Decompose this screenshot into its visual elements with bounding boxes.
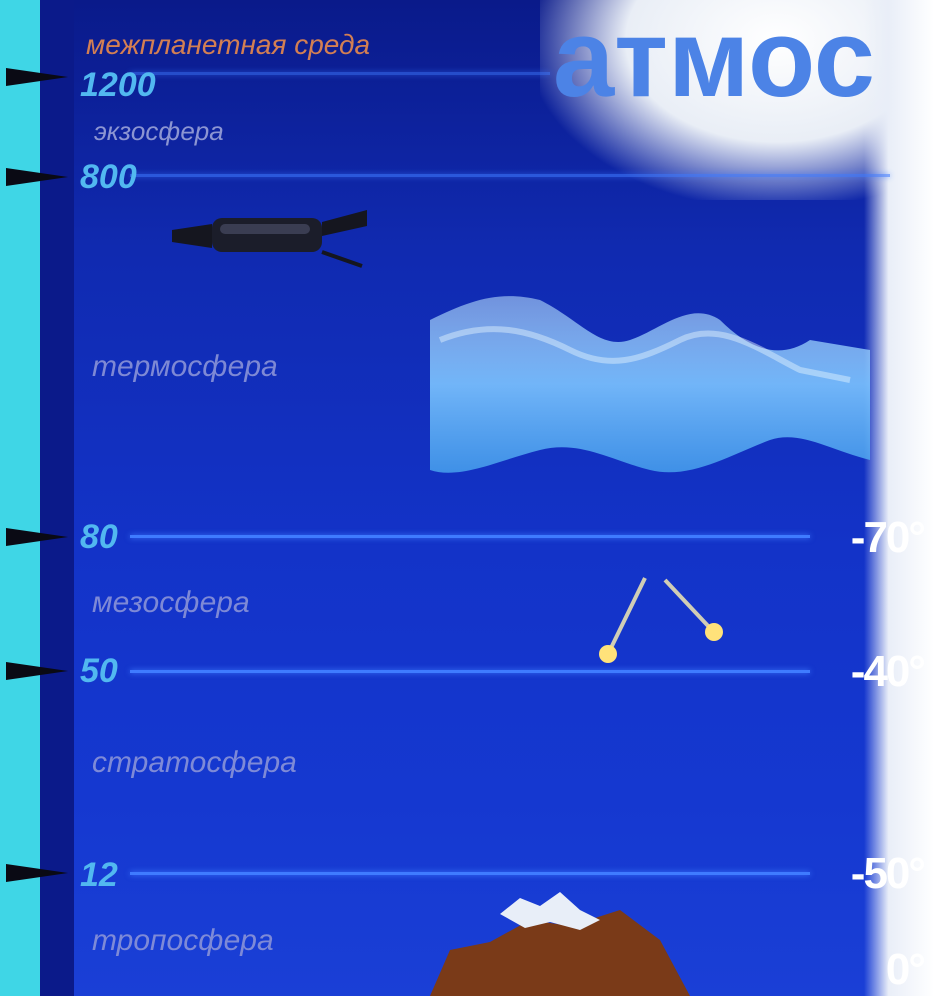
temperature-label-tropopause: -50° <box>850 849 926 898</box>
mountain-icon <box>430 892 690 996</box>
altitude-label-50: 50 <box>80 652 118 690</box>
boundary-line-1200 <box>130 72 550 75</box>
boundary-line-80 <box>130 535 810 538</box>
temperature-label-ground: 0° <box>885 945 926 994</box>
altitude-arrow-12 <box>6 864 68 882</box>
layer-label-thermosphere: термосфера <box>92 350 278 383</box>
layer-label-exosphere: экзосфера <box>94 116 224 146</box>
layer-label-stratosphere: стратосфера <box>92 746 297 779</box>
altitude-label-800: 800 <box>80 158 137 196</box>
cyan-side-bar <box>0 0 40 996</box>
boundary-line-800 <box>130 174 890 177</box>
layer-label-mesosphere: мезосфера <box>92 586 250 619</box>
dark-edge-strip <box>40 0 74 996</box>
altitude-arrow-800 <box>6 168 68 186</box>
meteor-icon <box>599 577 723 663</box>
page-title: атмос <box>553 0 875 120</box>
boundary-line-12 <box>130 872 810 875</box>
satellite-icon <box>172 210 367 268</box>
layer-label-troposphere: тропосфера <box>92 924 274 957</box>
altitude-arrow-80 <box>6 528 68 546</box>
boundary-line-50 <box>130 670 810 673</box>
aurora-shape <box>430 296 870 473</box>
right-cloud-edge <box>864 0 934 996</box>
altitude-arrow-50 <box>6 662 68 680</box>
temperature-label-stratopause: -40° <box>850 647 926 696</box>
altitude-label-80: 80 <box>80 518 118 556</box>
altitude-label-1200: 1200 <box>80 66 156 104</box>
temperature-label-mesopause: -70° <box>850 513 926 562</box>
altitude-label-12: 12 <box>80 856 118 894</box>
layer-label-interplanetary: межпланетная среда <box>86 29 371 60</box>
altitude-arrow-1200 <box>6 68 68 86</box>
